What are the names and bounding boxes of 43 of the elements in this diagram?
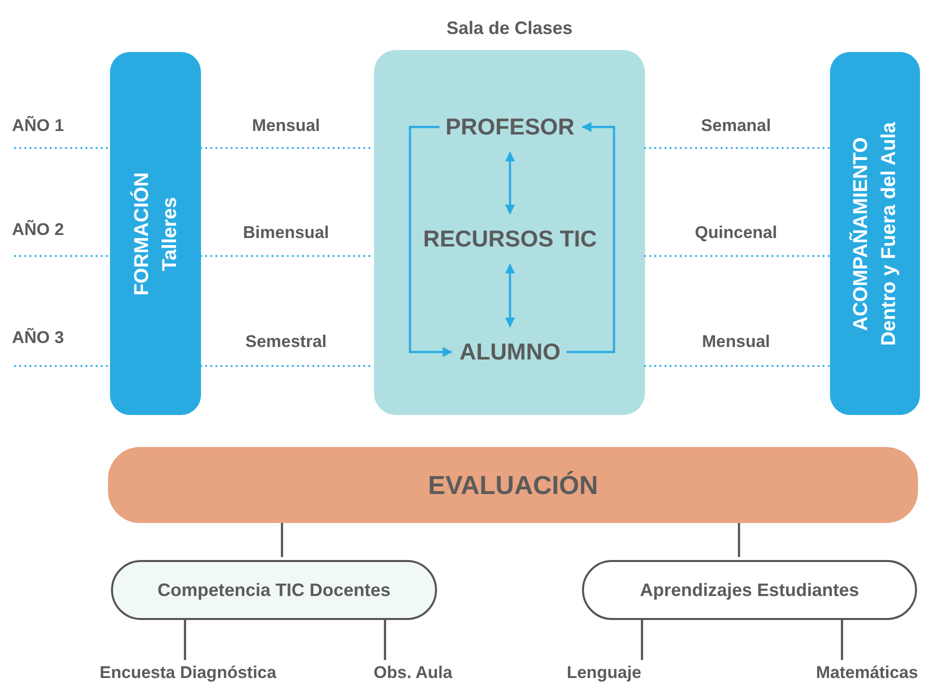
pill-label: Competencia TIC Docentes <box>157 580 391 600</box>
bar-title: EVALUACIÓN <box>428 470 598 500</box>
node-label: RECURSOS TIC <box>423 226 597 252</box>
frequency-label: Semanal <box>701 116 771 136</box>
node-label: PROFESOR <box>445 114 575 140</box>
arrow <box>505 152 515 214</box>
pill-label: Aprendizajes Estudiantes <box>640 580 860 600</box>
bar-subtitle: Talleres <box>158 195 182 273</box>
program-bar <box>110 52 201 415</box>
node-label: Obs. Aula <box>374 663 452 683</box>
dotted-line <box>644 365 831 367</box>
arrow <box>505 264 515 328</box>
year-label: AÑO 3 <box>12 328 64 348</box>
year-label: AÑO 2 <box>12 220 64 240</box>
frequency-label: Mensual <box>252 116 320 136</box>
arrow <box>566 122 616 354</box>
year-label: AÑO 1 <box>12 116 64 136</box>
node-label: ALUMNO <box>460 338 560 366</box>
dotted-line <box>14 255 111 257</box>
dotted-line <box>14 365 111 367</box>
connector-line <box>840 620 844 660</box>
program-bar <box>830 52 920 415</box>
bar-title: FORMACIÓN <box>129 172 154 296</box>
bar-subtitle: Dentro y Fuera del Aula <box>877 122 901 346</box>
dotted-line <box>14 147 111 149</box>
frequency-label: Mensual <box>702 332 770 352</box>
frequency-label: Semestral <box>245 332 327 352</box>
bar-title: ACOMPAÑAMIENTO <box>848 136 873 332</box>
evaluation-bar <box>108 447 918 523</box>
dotted-line <box>644 255 831 257</box>
connector-line <box>640 620 644 660</box>
dotted-line <box>644 147 831 149</box>
frequency-label: Bimensual <box>243 223 329 243</box>
panel-heading: Sala de Clases <box>446 18 573 39</box>
connector-line <box>280 523 284 557</box>
node-label: Lenguaje <box>566 663 642 683</box>
node-label: Matemáticas <box>816 663 918 683</box>
frequency-label: Quincenal <box>694 223 778 243</box>
node-label: Encuesta Diagnóstica <box>100 663 276 683</box>
connector-line <box>738 523 740 557</box>
connector-line <box>384 620 386 660</box>
connector-line <box>184 620 186 660</box>
arrow <box>408 126 453 357</box>
